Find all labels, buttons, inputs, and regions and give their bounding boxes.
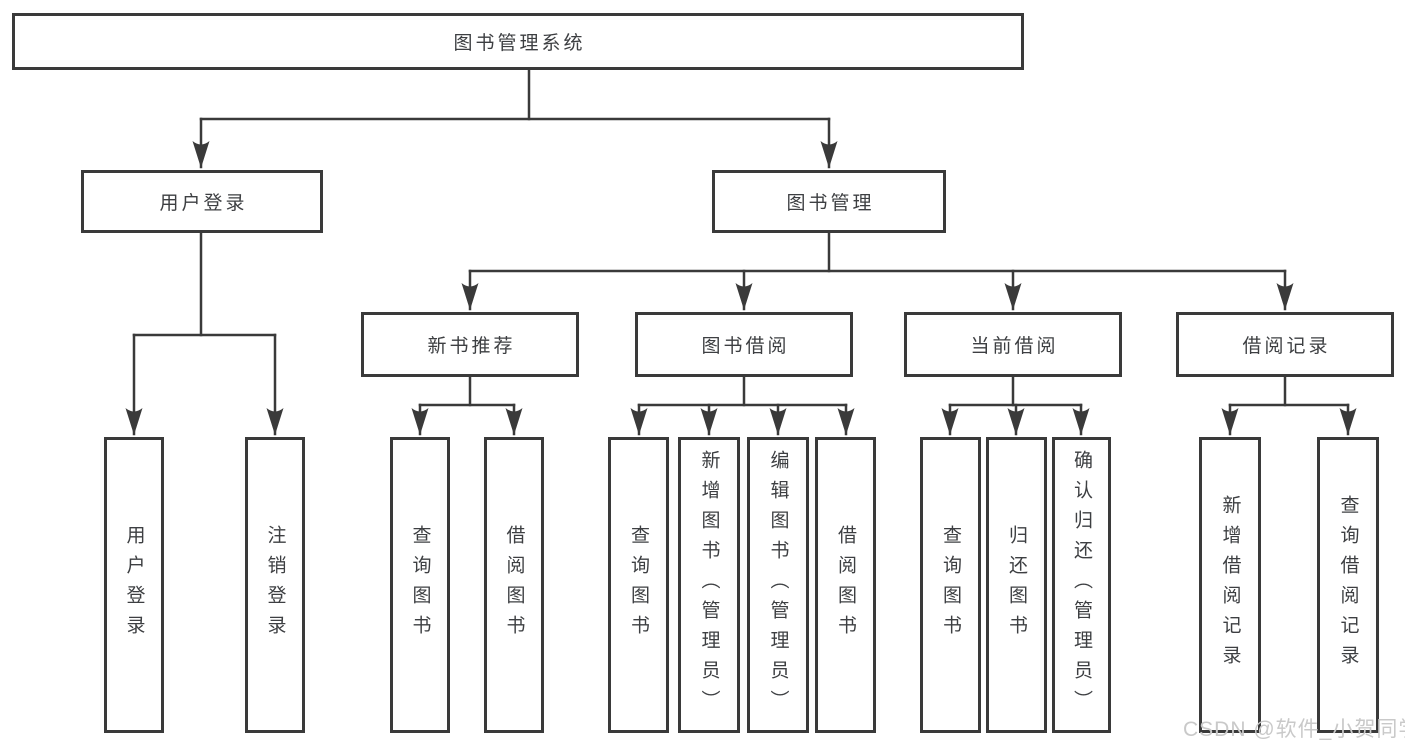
node-root: 图书管理系统 [12, 13, 1024, 70]
node-current-borrow-label: 当前借阅 [970, 336, 1059, 357]
leaf-query-borrow-record: 查询借阅记录 [1317, 437, 1379, 733]
leaf-confirm-return-admin-label: 确认归还（管理员） [1071, 450, 1092, 720]
node-new-book-recommend-label: 新书推荐 [427, 336, 516, 357]
leaf-query-books-2: 查询图书 [608, 437, 669, 733]
leaf-borrow-books-1: 借阅图书 [484, 437, 544, 733]
leaf-confirm-return-admin: 确认归还（管理员） [1052, 437, 1111, 733]
leaf-borrow-books-1-label: 借阅图书 [503, 525, 525, 645]
leaf-query-books-2-label: 查询图书 [628, 525, 649, 645]
node-borrow-records: 借阅记录 [1176, 312, 1394, 377]
node-current-borrow: 当前借阅 [904, 312, 1122, 377]
node-user-login-label: 用户登录 [159, 193, 248, 214]
node-root-label: 图书管理系统 [453, 33, 586, 54]
leaf-query-books-1-label: 查询图书 [409, 525, 431, 645]
leaf-query-books-1: 查询图书 [390, 437, 450, 733]
leaf-return-books-label: 归还图书 [1006, 525, 1027, 645]
csdn-watermark: CSDN @软件_小贺同学 [1183, 718, 1405, 741]
leaf-borrow-books-2-label: 借阅图书 [835, 525, 856, 645]
leaf-user-login-label: 用户登录 [123, 525, 145, 645]
leaf-query-books-3: 查询图书 [920, 437, 981, 733]
leaf-add-books-admin-label: 新增图书（管理员） [698, 450, 720, 720]
leaf-user-login: 用户登录 [104, 437, 164, 733]
leaf-logout-label: 注销登录 [264, 525, 286, 645]
node-book-borrow-label: 图书借阅 [701, 336, 790, 357]
node-borrow-records-label: 借阅记录 [1242, 336, 1331, 357]
leaf-edit-books-admin-label: 编辑图书（管理员） [767, 450, 789, 720]
leaf-edit-books-admin: 编辑图书（管理员） [747, 437, 809, 733]
node-user-login: 用户登录 [81, 170, 323, 233]
leaf-logout: 注销登录 [245, 437, 305, 733]
node-book-management: 图书管理 [712, 170, 946, 233]
leaf-add-borrow-record-label: 新增借阅记录 [1219, 495, 1241, 675]
leaf-add-books-admin: 新增图书（管理员） [678, 437, 740, 733]
node-book-management-label: 图书管理 [786, 193, 875, 214]
leaf-add-borrow-record: 新增借阅记录 [1199, 437, 1261, 733]
leaf-query-borrow-record-label: 查询借阅记录 [1337, 495, 1359, 675]
node-book-borrow: 图书借阅 [635, 312, 853, 377]
leaf-query-books-3-label: 查询图书 [940, 525, 961, 645]
leaf-borrow-books-2: 借阅图书 [815, 437, 876, 733]
node-new-book-recommend: 新书推荐 [361, 312, 579, 377]
leaf-return-books: 归还图书 [986, 437, 1047, 733]
